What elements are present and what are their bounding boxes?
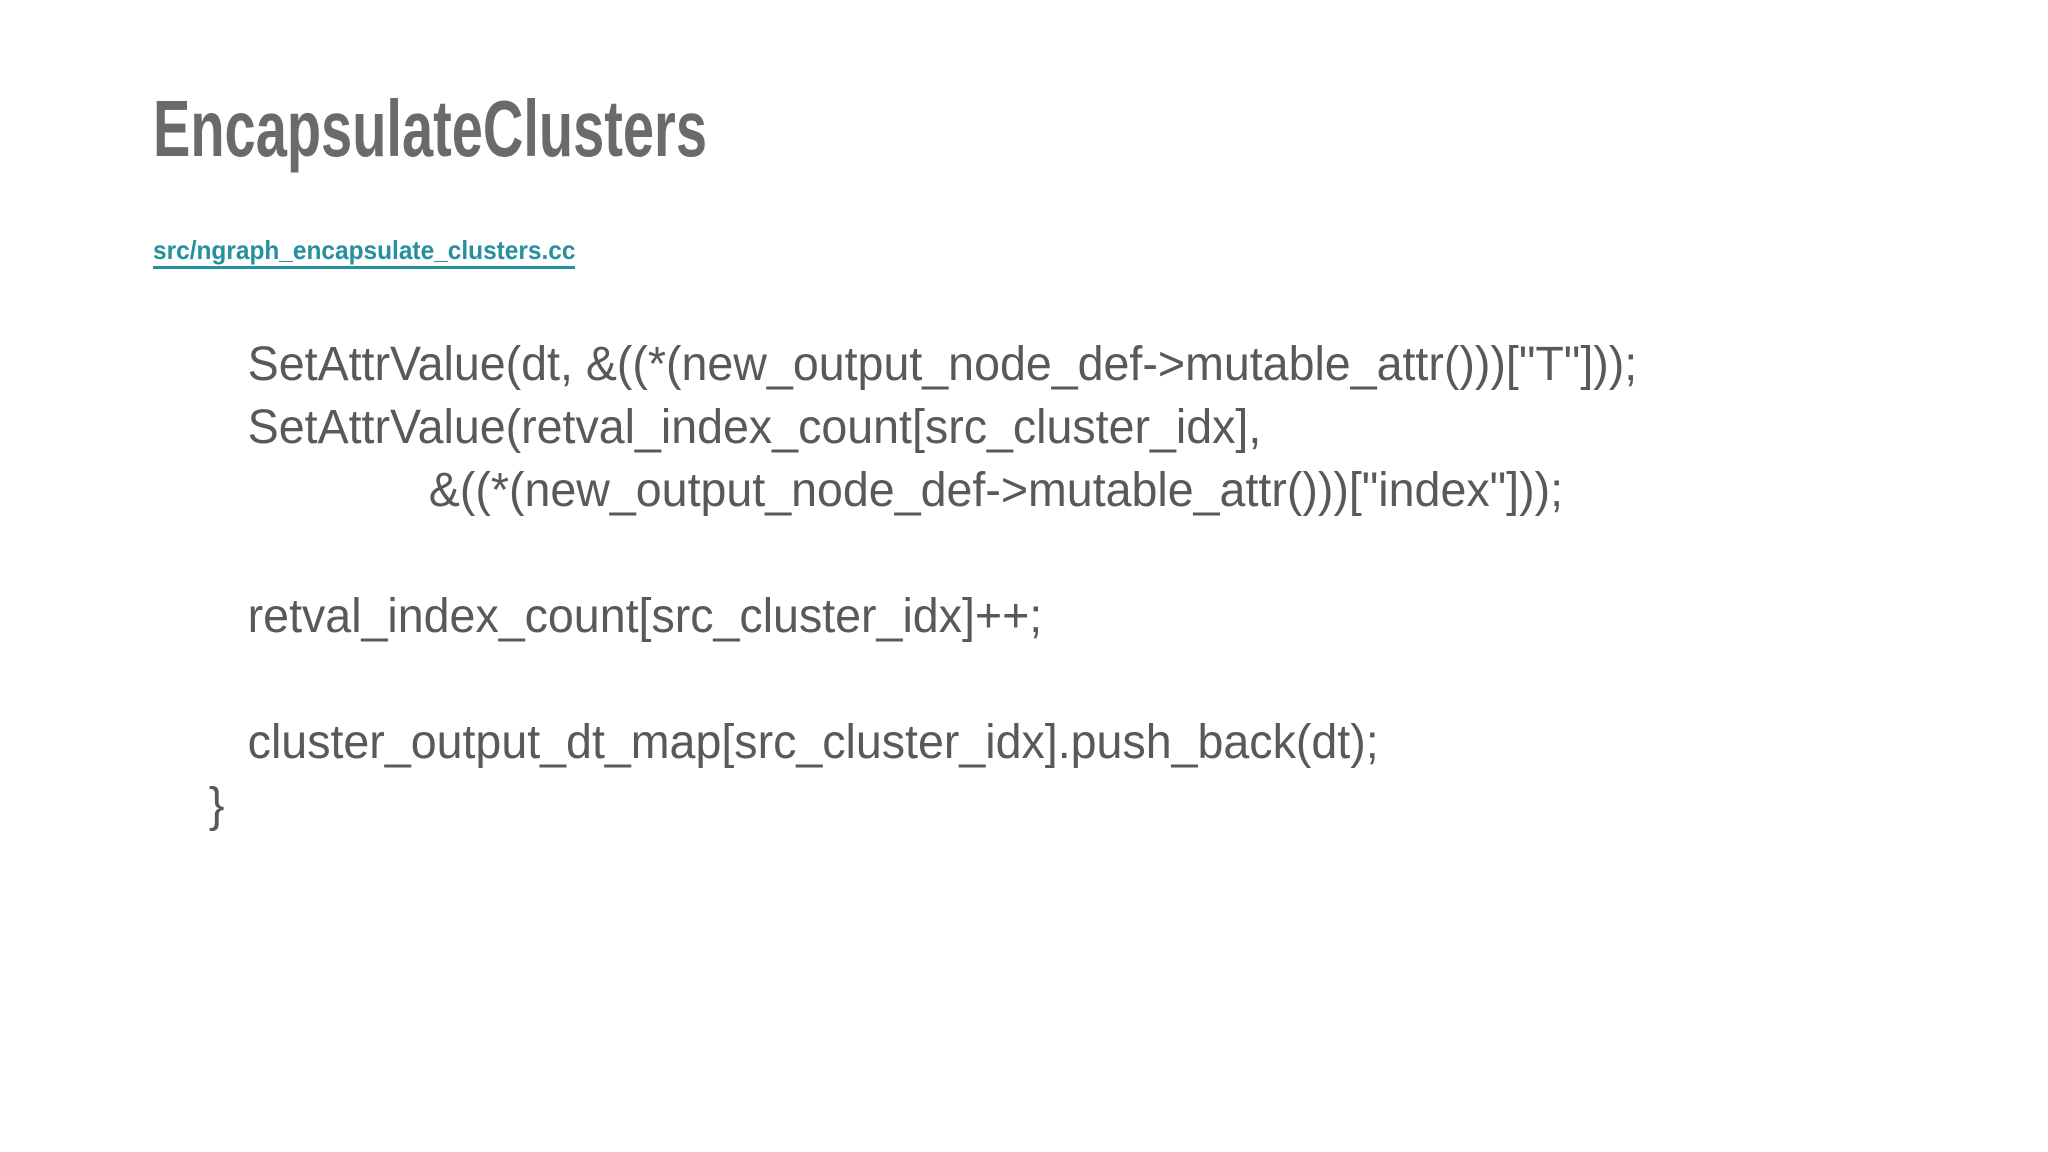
- code-line: SetAttrValue(retval_index_count[src_clus…: [183, 401, 1262, 454]
- code-line: }: [183, 779, 225, 832]
- code-block: SetAttrValue(dt, &((*(new_output_node_de…: [183, 333, 1637, 837]
- code-line: retval_index_count[src_cluster_idx]++;: [183, 590, 1043, 643]
- code-line: [183, 522, 1637, 585]
- code-line: cluster_output_dt_map[src_cluster_idx].p…: [183, 716, 1379, 769]
- code-line: [183, 648, 1637, 711]
- code-line: SetAttrValue(dt, &((*(new_output_node_de…: [183, 338, 1638, 391]
- page-title: EncapsulateClusters: [153, 84, 707, 173]
- code-line: &((*(new_output_node_def->mutable_attr()…: [183, 464, 1564, 517]
- source-file-link[interactable]: src/ngraph_encapsulate_clusters.cc: [153, 234, 576, 269]
